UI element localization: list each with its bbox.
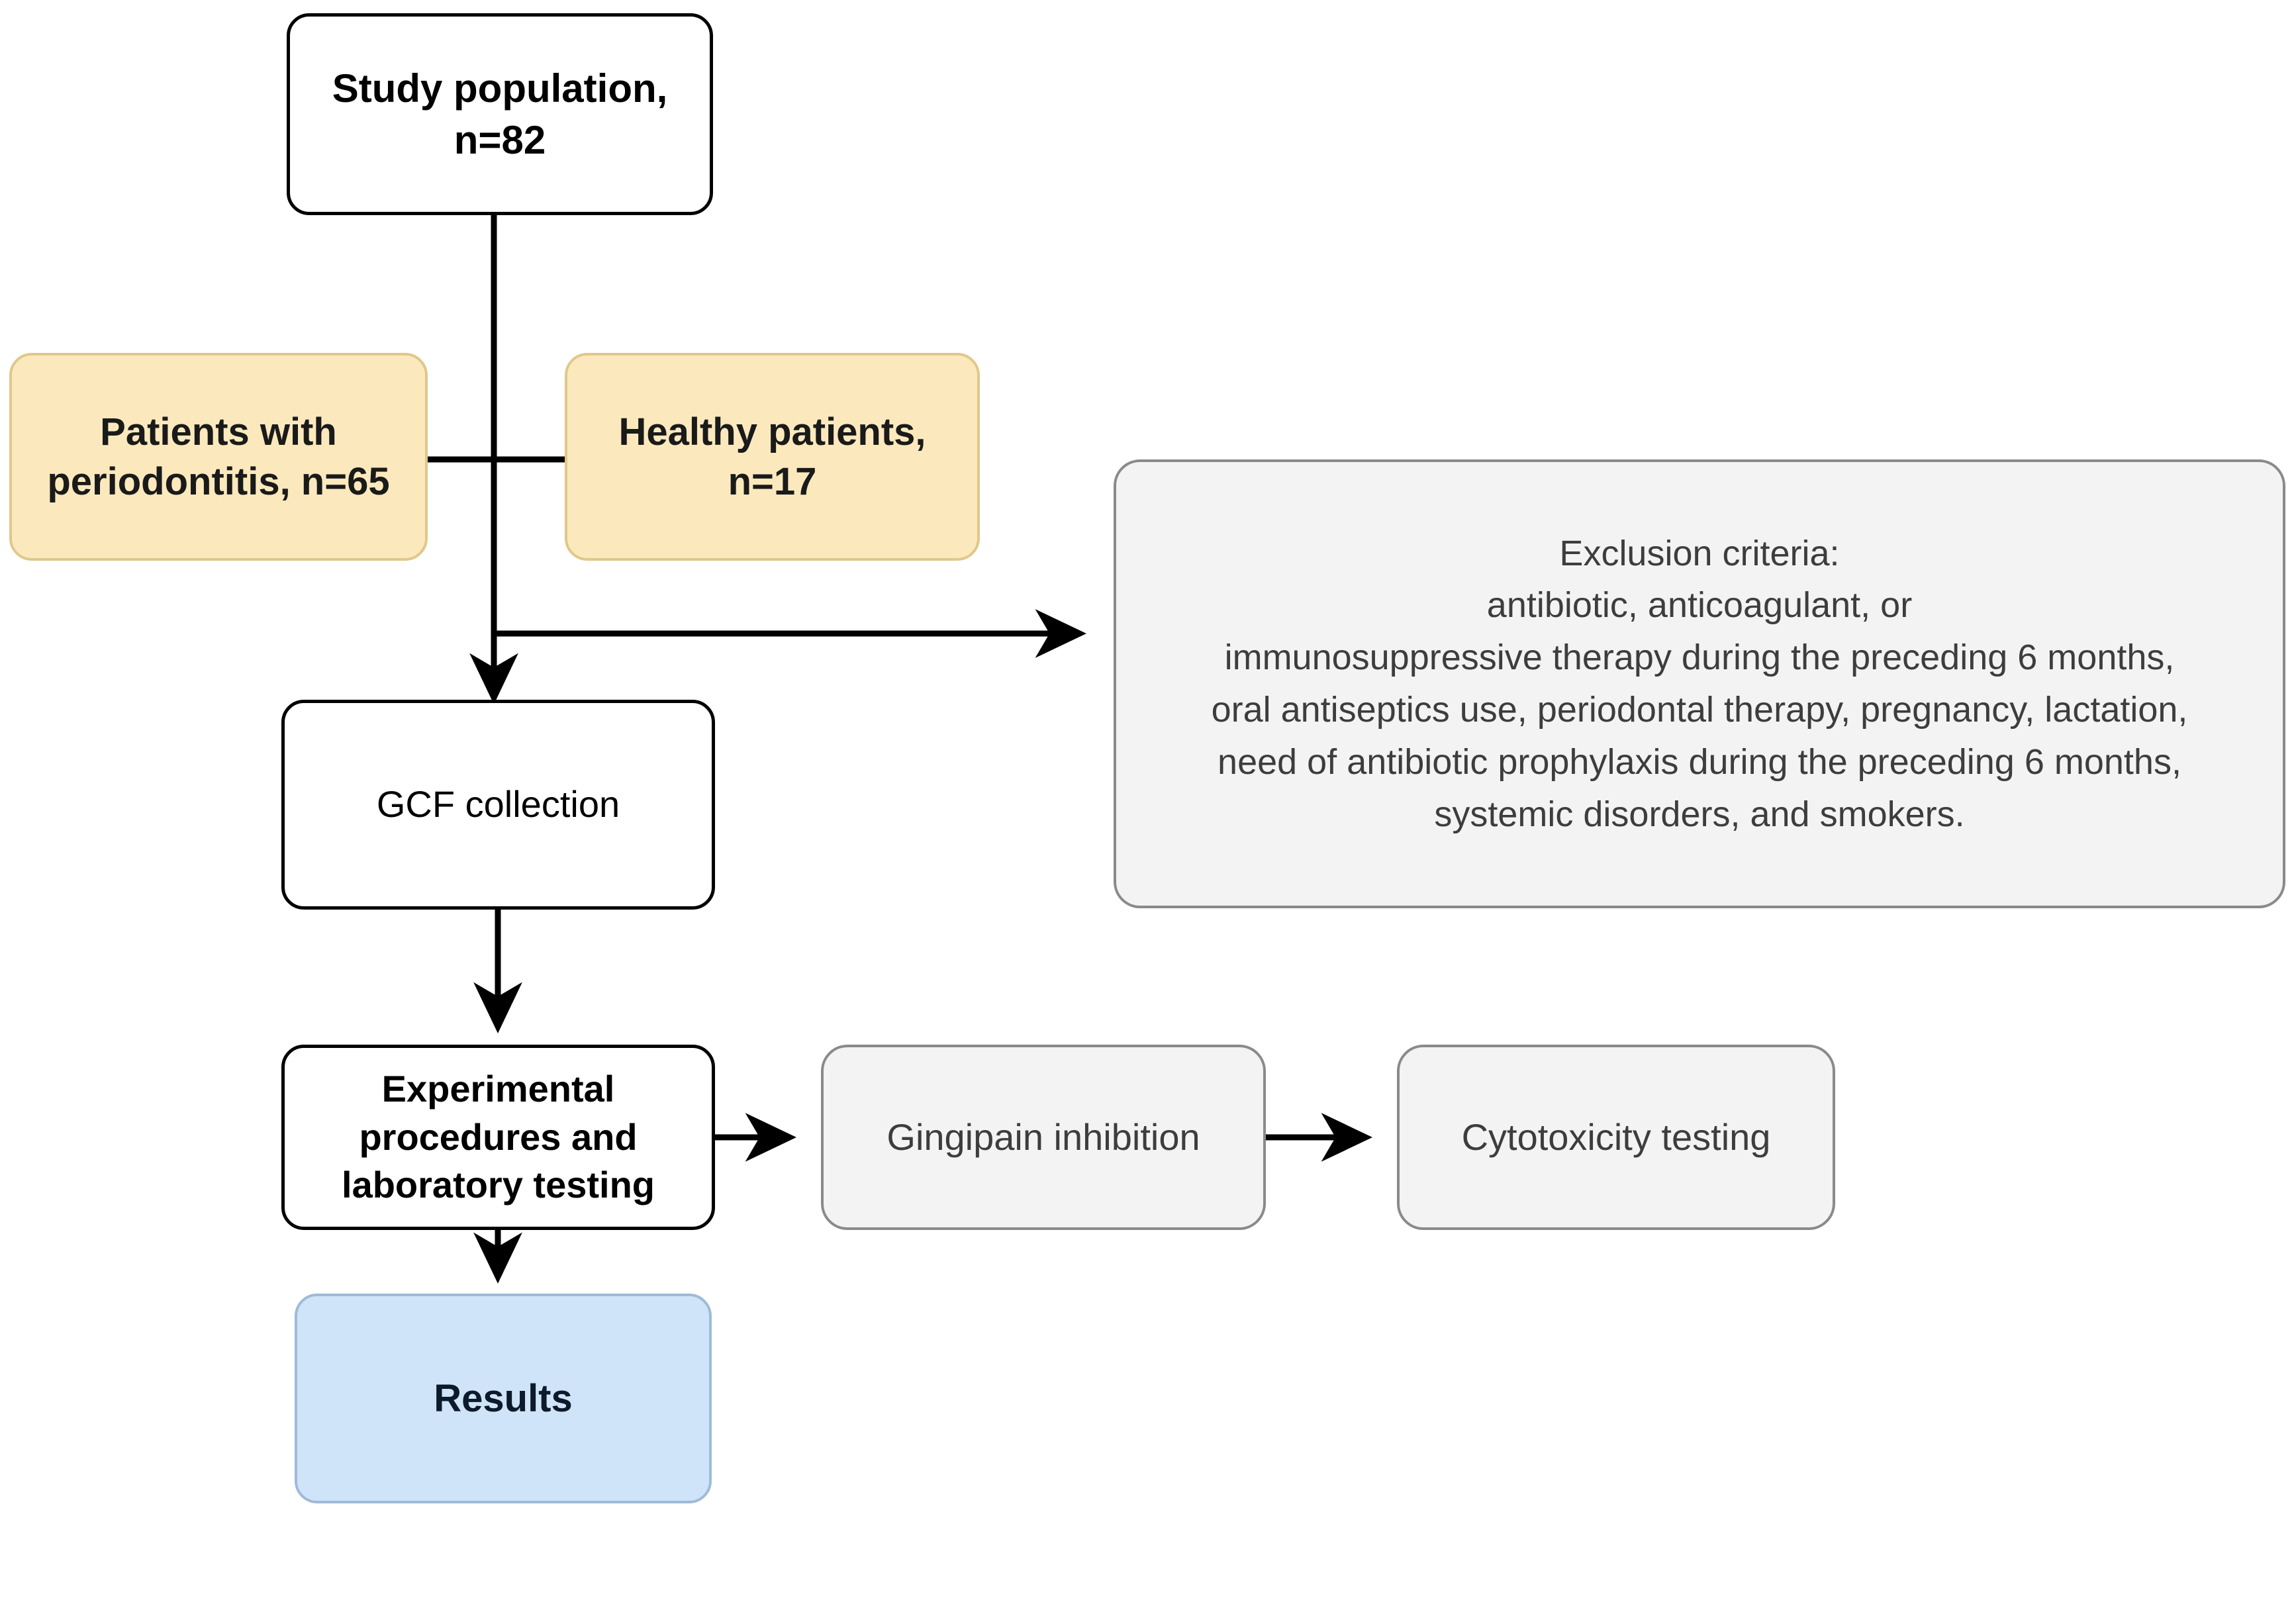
node-experimental-procedures[interactable]: Experimental procedures and laboratory t… [281,1045,715,1230]
node-results[interactable]: Results [295,1294,712,1503]
node-exclusion-criteria[interactable]: Exclusion criteria: antibiotic, anticoag… [1114,459,2285,908]
node-study-population[interactable]: Study population, n=82 [287,13,713,215]
node-healthy-patients[interactable]: Healthy patients, n=17 [565,353,980,561]
node-gcf-collection[interactable]: GCF collection [281,700,715,910]
node-gingipain-inhibition[interactable]: Gingipain inhibition [821,1045,1266,1230]
node-cytotoxicity-testing[interactable]: Cytotoxicity testing [1397,1045,1835,1230]
node-patients-with-periodontitis[interactable]: Patients with periodontitis, n=65 [9,353,428,561]
